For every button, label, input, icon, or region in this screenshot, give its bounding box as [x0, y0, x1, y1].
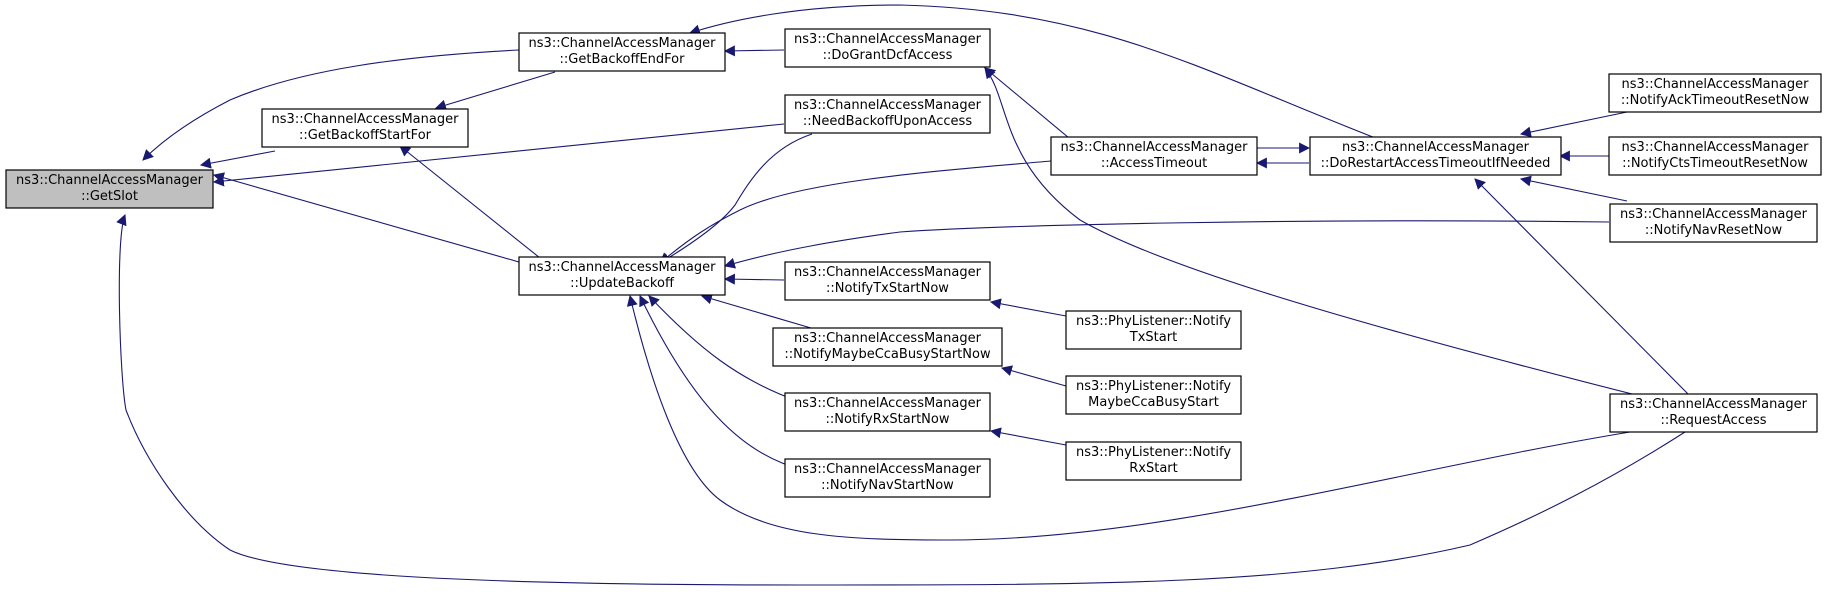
node-notifytxstartnow-line2: ::NotifyTxStartNow	[826, 281, 949, 296]
node-updatebackoff-line2: ::UpdateBackoff	[570, 276, 675, 291]
edge-accesstimeout-to-updatebackoff	[659, 160, 1052, 264]
node-notifytxstartnow-line1: ns3::ChannelAccessManager	[794, 265, 982, 280]
edge-getbackoffendfor-to-getslot	[142, 49, 520, 161]
node-getbackoffstartfor-line1: ns3::ChannelAccessManager	[272, 112, 460, 127]
edge-getbackoffstartfor-to-getslot	[199, 150, 276, 169]
node-notifymaybeccabusystartnow-line2: ::NotifyMaybeCcaBusyStartNow	[784, 347, 991, 362]
node-getbackoffstartfor[interactable]: ns3::ChannelAccessManager ::GetBackoffSt…	[261, 108, 469, 148]
edge-notifytxstartnow-to-updatebackoff	[723, 273, 785, 285]
edge-notifynavstartnow-to-updatebackoff	[639, 295, 805, 471]
node-phymaybeccabusystart-line2: MaybeCcaBusyStart	[1088, 395, 1219, 410]
node-phyrxstart[interactable]: ns3::PhyListener::Notify RxStart	[1065, 441, 1242, 481]
node-dograntdcfaccess-line1: ns3::ChannelAccessManager	[794, 32, 982, 47]
node-notifynavstartnow[interactable]: ns3::ChannelAccessManager ::NotifyNavSta…	[784, 458, 991, 498]
node-getbackoffendfor-line1: ns3::ChannelAccessManager	[529, 36, 717, 51]
node-accesstimeout-line2: ::AccessTimeout	[1101, 156, 1207, 171]
node-phytxstart-line2: TxStart	[1129, 330, 1177, 345]
edge-needbackoffuponaccess-to-updatebackoff	[659, 133, 813, 264]
edge-phyrxstart-to-notifyrxstartnow	[989, 427, 1067, 446]
edge-notifynavresetnow-to-updatebackoff	[723, 220, 1610, 269]
node-notifyctstimeoutresetnow-line2: ::NotifyCtsTimeoutResetNow	[1622, 156, 1808, 171]
node-notifyacktimeoutresetnow-line1: ns3::ChannelAccessManager	[1622, 77, 1810, 92]
node-phyrxstart-line2: RxStart	[1129, 461, 1177, 476]
node-dorestartaccesstimeoutifneeded-line2: ::DoRestartAccessTimeoutIfNeeded	[1321, 156, 1551, 171]
edge-notifymaybeccabusystartnow-to-updatebackoff	[700, 293, 812, 329]
node-phytxstart[interactable]: ns3::PhyListener::Notify TxStart	[1065, 310, 1242, 350]
edge-notifyrxstartnow-to-updatebackoff	[648, 295, 796, 401]
node-notifyrxstartnow-line2: ::NotifyRxStartNow	[826, 412, 950, 427]
edge-requestaccess-to-updatebackoff	[626, 294, 1631, 541]
edge-getbackoffendfor-to-getbackoffstartfor	[434, 71, 556, 111]
node-phymaybeccabusystart-line1: ns3::PhyListener::Notify	[1076, 379, 1231, 394]
node-notifynavresetnow-line2: ::NotifyNavResetNow	[1645, 223, 1783, 238]
edge-notifyacktimeoutresetnow-to-dorestartaccesstimeoutifneeded	[1519, 111, 1628, 138]
node-getbackoffendfor[interactable]: ns3::ChannelAccessManager ::GetBackoffEn…	[518, 32, 726, 72]
node-notifynavresetnow[interactable]: ns3::ChannelAccessManager ::NotifyNavRes…	[1609, 203, 1818, 243]
node-getbackoffstartfor-line2: ::GetBackoffStartFor	[299, 128, 432, 143]
node-notifyacktimeoutresetnow-line2: ::NotifyAckTimeoutResetNow	[1621, 93, 1810, 108]
node-phytxstart-line1: ns3::PhyListener::Notify	[1076, 314, 1231, 329]
edge-updatebackoff-to-getbackoffstartfor	[399, 145, 546, 263]
node-needbackoffuponaccess[interactable]: ns3::ChannelAccessManager ::NeedBackoffU…	[784, 94, 991, 134]
node-requestaccess[interactable]: ns3::ChannelAccessManager ::RequestAcces…	[1609, 393, 1818, 433]
node-phyrxstart-line1: ns3::PhyListener::Notify	[1076, 445, 1231, 460]
edge-updatebackoff-to-getslot	[212, 172, 520, 263]
edge-dorestartaccesstimeoutifneeded-to-getbackoffendfor	[688, 4, 1384, 142]
node-updatebackoff[interactable]: ns3::ChannelAccessManager ::UpdateBackof…	[518, 256, 726, 296]
node-phymaybeccabusystart[interactable]: ns3::PhyListener::Notify MaybeCcaBusySta…	[1065, 375, 1242, 415]
node-getslot-line1: ns3::ChannelAccessManager	[16, 173, 204, 188]
node-notifynavresetnow-line1: ns3::ChannelAccessManager	[1620, 207, 1808, 222]
node-notifyctstimeoutresetnow-line1: ns3::ChannelAccessManager	[1622, 140, 1810, 155]
edge-dograntdcfaccess-to-getbackoffendfor	[723, 45, 785, 57]
node-dorestartaccesstimeoutifneeded-line1: ns3::ChannelAccessManager	[1342, 140, 1530, 155]
edge-requestaccess-to-dograntdcfaccess	[984, 67, 1641, 397]
node-dograntdcfaccess-line2: ::DoGrantDcfAccess	[823, 48, 953, 63]
edge-requestaccess-to-getslot	[116, 213, 1686, 586]
node-notifymaybeccabusystartnow-line1: ns3::ChannelAccessManager	[794, 331, 982, 346]
node-requestaccess-line1: ns3::ChannelAccessManager	[1620, 397, 1808, 412]
edge-phytxstart-to-notifytxstartnow	[989, 298, 1067, 317]
node-needbackoffuponaccess-line1: ns3::ChannelAccessManager	[794, 98, 982, 113]
node-notifynavstartnow-line1: ns3::ChannelAccessManager	[794, 462, 982, 477]
edge-requestaccess-to-dorestartaccesstimeoutifneeded	[1474, 178, 1691, 397]
node-accesstimeout[interactable]: ns3::ChannelAccessManager ::AccessTimeou…	[1050, 136, 1258, 176]
node-notifyacktimeoutresetnow[interactable]: ns3::ChannelAccessManager ::NotifyAckTim…	[1608, 73, 1822, 113]
edge-needbackoffuponaccess-to-getslot	[212, 123, 785, 187]
node-getslot-line2: ::GetSlot	[81, 189, 138, 204]
nodes-layer: ns3::ChannelAccessManager ::GetSlot ns3:…	[5, 28, 1822, 498]
node-notifynavstartnow-line2: ::NotifyNavStartNow	[821, 478, 954, 493]
node-needbackoffuponaccess-line2: ::NeedBackoffUponAccess	[803, 114, 972, 129]
node-notifytxstartnow[interactable]: ns3::ChannelAccessManager ::NotifyTxStar…	[784, 261, 991, 301]
edge-phymaybeccabusystart-to-notifymaybeccabusystartnow	[1000, 365, 1067, 387]
node-notifymaybeccabusystartnow[interactable]: ns3::ChannelAccessManager ::NotifyMaybeC…	[772, 327, 1003, 367]
node-requestaccess-line2: ::RequestAccess	[1660, 413, 1766, 428]
node-notifyrxstartnow[interactable]: ns3::ChannelAccessManager ::NotifyRxStar…	[784, 392, 991, 432]
node-updatebackoff-line1: ns3::ChannelAccessManager	[529, 260, 717, 275]
edge-notifynavresetnow-to-dorestartaccesstimeoutifneeded	[1519, 175, 1628, 202]
node-getbackoffendfor-line2: ::GetBackoffEndFor	[560, 52, 686, 67]
edges-layer	[116, 4, 1691, 586]
node-accesstimeout-line1: ns3::ChannelAccessManager	[1061, 140, 1249, 155]
node-getslot[interactable]: ns3::ChannelAccessManager ::GetSlot	[5, 169, 214, 209]
node-dorestartaccesstimeoutifneeded[interactable]: ns3::ChannelAccessManager ::DoRestartAcc…	[1309, 136, 1562, 176]
node-notifyrxstartnow-line1: ns3::ChannelAccessManager	[794, 396, 982, 411]
node-notifyctstimeoutresetnow[interactable]: ns3::ChannelAccessManager ::NotifyCtsTim…	[1608, 136, 1822, 176]
node-dograntdcfaccess[interactable]: ns3::ChannelAccessManager ::DoGrantDcfAc…	[784, 28, 991, 68]
